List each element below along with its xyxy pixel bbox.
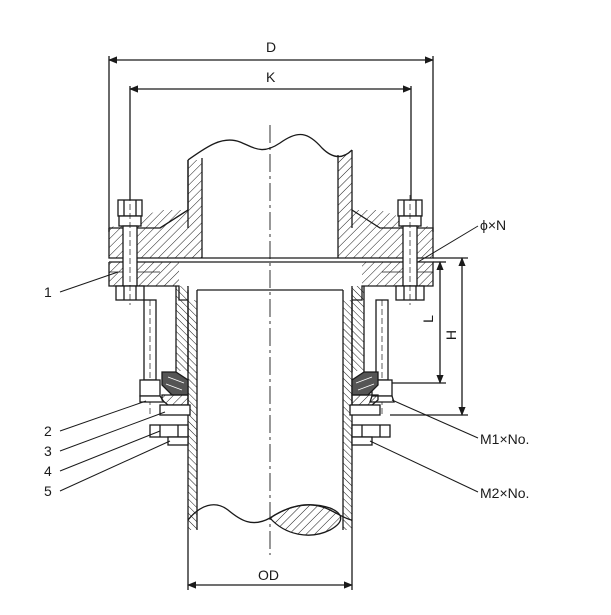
hole-spec-label: ϕ×N [480, 217, 507, 233]
dimension-h-label: H [443, 329, 460, 341]
lower-flange [108, 261, 434, 301]
part-5-label: 5 [44, 483, 52, 499]
m1-spec-label: M1×No. [480, 431, 530, 447]
gland-sleeve [175, 286, 365, 372]
dimension-h [390, 257, 468, 416]
leader-lines [59, 225, 479, 493]
right-flange-bolt [395, 195, 425, 305]
left-seal-package [149, 371, 191, 446]
dimension-l-label: L [419, 315, 436, 323]
right-seal-package [349, 371, 391, 446]
left-gland-stud [139, 299, 166, 415]
dimension-k [129, 85, 412, 205]
dimension-od [187, 530, 353, 590]
dimension-d [108, 56, 434, 232]
dimension-k-label: K [266, 69, 276, 85]
right-gland-stud [369, 299, 395, 415]
outer-pipe [187, 133, 353, 258]
dimension-od-label: OD [258, 567, 279, 583]
dimension-l [392, 261, 446, 384]
m2-spec-label: M2×No. [480, 485, 530, 501]
upper-flange [108, 160, 434, 259]
part-2-label: 2 [44, 423, 52, 439]
part-3-label: 3 [44, 443, 52, 459]
part-4-label: 4 [44, 463, 52, 479]
left-flange-bolt [115, 195, 145, 305]
part-1-label: 1 [44, 284, 52, 300]
dimension-d-label: D [266, 39, 277, 55]
inner-pipe [187, 289, 353, 536]
